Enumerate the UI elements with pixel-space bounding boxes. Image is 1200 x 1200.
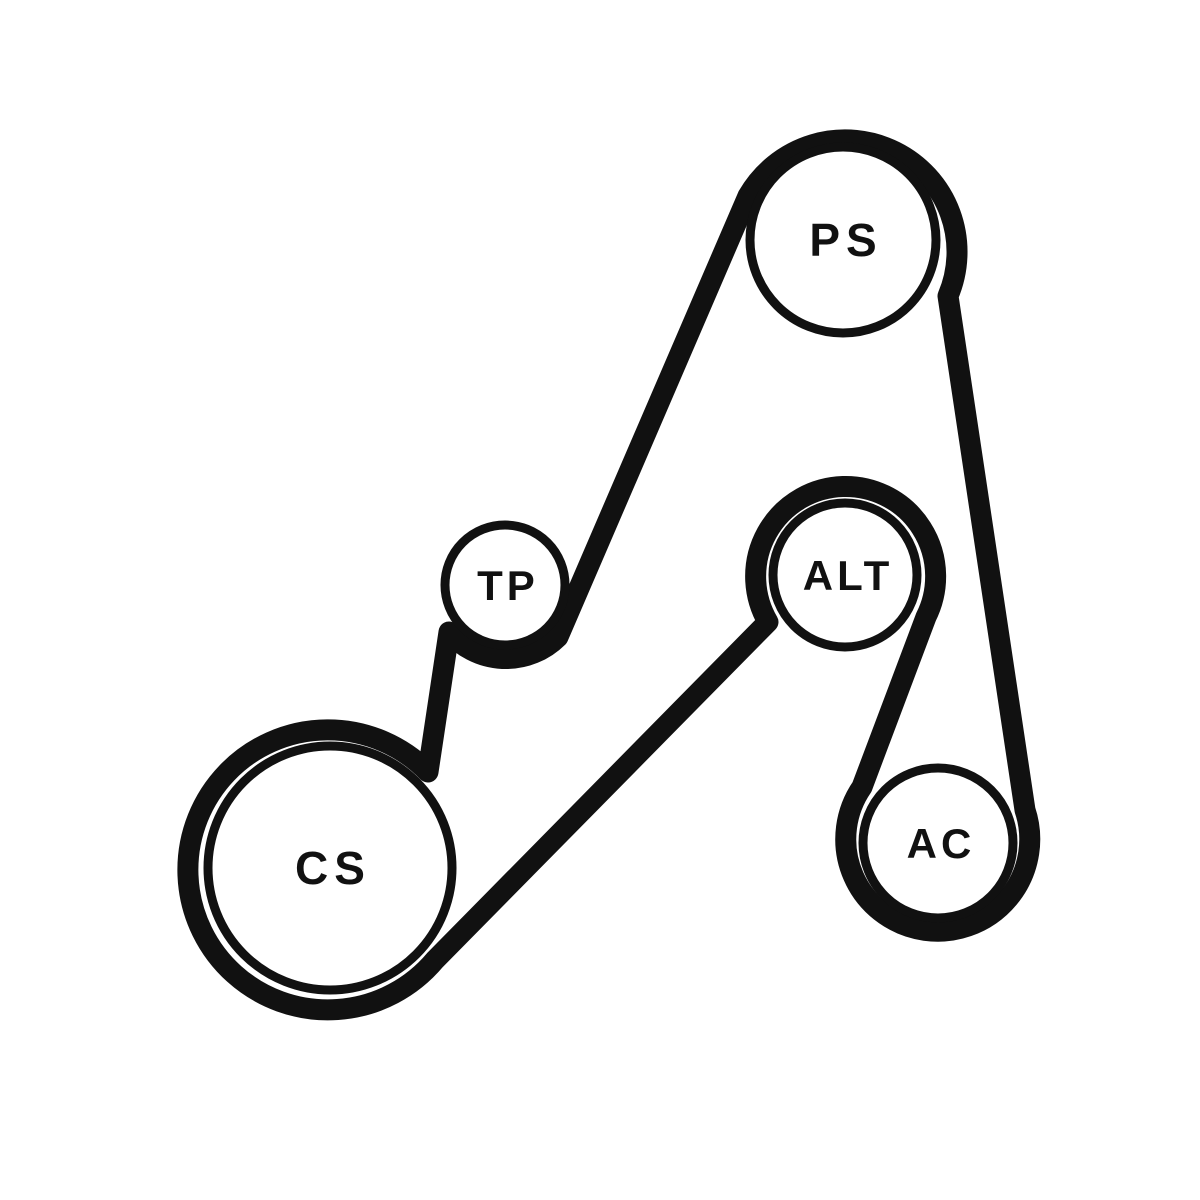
- pulley-ps-label: PS: [809, 214, 882, 266]
- pulley-alt: [768, 498, 922, 652]
- pulley-ps: [745, 142, 941, 338]
- pulley-alt-label: ALT: [803, 552, 894, 599]
- pulley-ac: [858, 763, 1018, 923]
- pulley-ac-label: AC: [907, 820, 976, 867]
- pulley-cs-label: CS: [295, 842, 371, 894]
- belt-path: [177, 129, 1041, 1021]
- pulley-tp-label: TP: [477, 562, 539, 609]
- pulley-tp: [440, 520, 570, 650]
- pulley-cs: [203, 741, 457, 995]
